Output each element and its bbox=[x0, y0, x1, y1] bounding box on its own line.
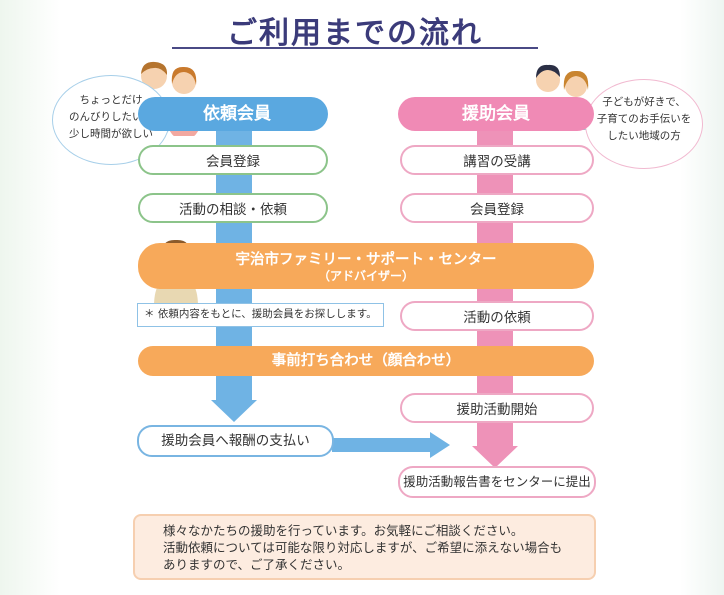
title-underline bbox=[172, 47, 538, 49]
center-subtitle: （アドバイザー） bbox=[317, 269, 414, 283]
message-line: 活動依頼については可能な限り対応しますが、ご希望に添えない場合も bbox=[163, 540, 563, 555]
requester-step-consultation: 活動の相談・依頼 bbox=[138, 193, 328, 223]
helper-step-registration: 会員登録 bbox=[400, 193, 594, 223]
helper-flow-arrow-head bbox=[472, 446, 518, 468]
helper-member-header: 援助会員 bbox=[398, 97, 594, 131]
helper-step-activity-request: 活動の依頼 bbox=[400, 301, 594, 331]
requester-flow-arrow-head bbox=[211, 400, 257, 422]
family-support-center-bar: 宇治市ファミリー・サポート・センター （アドバイザー） bbox=[138, 243, 594, 289]
bubble-line: のんびりしたい、 bbox=[69, 111, 153, 123]
search-note: ＊ 依頼内容をもとに、援助会員をお探しします。 bbox=[137, 303, 384, 327]
bubble-line: 少し時間が欲しい bbox=[69, 128, 153, 140]
bubble-line: したい地域の方 bbox=[607, 130, 681, 142]
center-name: 宇治市ファミリー・サポート・センター bbox=[235, 252, 497, 268]
helper-step-training: 講習の受講 bbox=[400, 145, 594, 175]
page-title: ご利用までの流れ bbox=[227, 16, 483, 51]
requester-member-header: 依頼会員 bbox=[138, 97, 328, 131]
message-line: 様々なかたちの援助を行っています。お気軽にご相談ください。 bbox=[163, 523, 524, 538]
message-line: ありますので、ご了承ください。 bbox=[163, 557, 351, 572]
payment-arrow-head bbox=[430, 432, 450, 458]
bubble-line: 子育てのお手伝いを bbox=[596, 113, 692, 125]
helper-speech-bubble: 子どもが好きで、 子育てのお手伝いを したい地域の方 bbox=[585, 79, 703, 169]
info-message-box: 様々なかたちの援助を行っています。お気軽にご相談ください。 活動依頼については可… bbox=[133, 514, 596, 580]
helper-step-activity-start: 援助活動開始 bbox=[400, 393, 594, 423]
bubble-line: 子どもが好きで、 bbox=[602, 96, 686, 108]
helper-step-report: 援助活動報告書をセンターに提出 bbox=[398, 466, 596, 498]
bubble-line: ちょっとだけ bbox=[79, 94, 143, 106]
pre-meeting-bar: 事前打ち合わせ（顔合わせ） bbox=[138, 346, 594, 376]
requester-step-payment: 援助会員へ報酬の支払い bbox=[137, 425, 334, 457]
requester-step-registration: 会員登録 bbox=[138, 145, 328, 175]
payment-arrow-shaft bbox=[332, 438, 432, 452]
